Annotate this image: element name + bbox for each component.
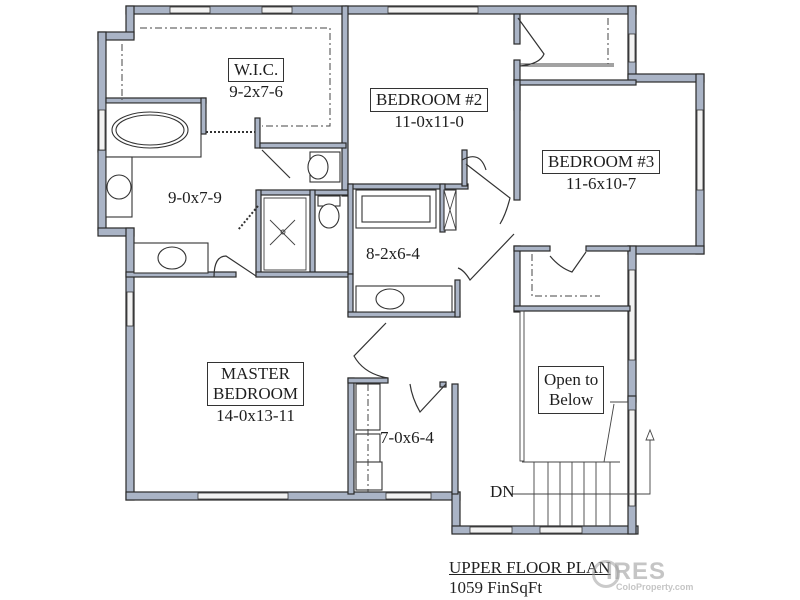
- plan-caption: UPPER FLOOR PLAN 1059 FinSqFt: [449, 558, 611, 598]
- room-label-hall-bath: 8-2x6-4: [366, 244, 420, 264]
- fixtures: [105, 102, 457, 492]
- open-to-below-line2: Below: [548, 390, 594, 409]
- plan-area: 1059 FinSqFt: [449, 578, 543, 597]
- bedroom-2-dims: 11-0x11-0: [394, 112, 464, 131]
- room-label-master-bedroom: MASTER BEDROOM 14-0x13-11: [207, 362, 305, 426]
- master-bedroom-name: MASTER BEDROOM: [207, 362, 305, 406]
- plan-title: UPPER FLOOR PLAN: [449, 558, 611, 577]
- watermark-logo-icon: [592, 560, 620, 588]
- interior-walls: [105, 5, 637, 495]
- hall-bath-dims: 8-2x6-4: [366, 244, 420, 263]
- watermark-site: ColoProperty.com: [616, 582, 694, 592]
- room-label-wic: W.I.C. 9-2x7-6: [228, 58, 285, 102]
- room-label-bedroom-3: BEDROOM #3 11-6x10-7: [542, 150, 661, 194]
- laundry-dims: 7-0x6-4: [380, 428, 434, 447]
- master-bedroom-dims: 14-0x13-11: [216, 406, 295, 425]
- stairs: [512, 401, 655, 526]
- wic-name: W.I.C.: [228, 58, 285, 82]
- master-bath-dims: 9-0x7-9: [168, 188, 222, 207]
- watermark-brand: IRES: [606, 558, 667, 585]
- open-to-below-line1: Open to: [544, 370, 599, 389]
- room-label-open-to-below: Open to Below: [538, 366, 605, 414]
- bedroom-3-name: BEDROOM #3: [542, 150, 661, 174]
- master-bedroom-name-line1: MASTER: [221, 364, 290, 383]
- master-bedroom-name-line2: BEDROOM: [213, 384, 299, 403]
- room-label-laundry: 7-0x6-4: [380, 428, 434, 448]
- closet-shelves: [121, 18, 614, 297]
- room-label-master-bath: 9-0x7-9: [168, 188, 222, 208]
- bedroom-2-name: BEDROOM #2: [370, 88, 489, 112]
- stair-down-label: DN: [490, 482, 515, 501]
- open-to-below-box: Open to Below: [538, 366, 605, 414]
- bedroom-3-dims: 11-6x10-7: [566, 174, 637, 193]
- wic-dims: 9-2x7-6: [229, 82, 284, 101]
- room-label-bedroom-2: BEDROOM #2 11-0x11-0: [370, 88, 489, 132]
- windows: [98, 6, 704, 534]
- doors: [213, 17, 587, 414]
